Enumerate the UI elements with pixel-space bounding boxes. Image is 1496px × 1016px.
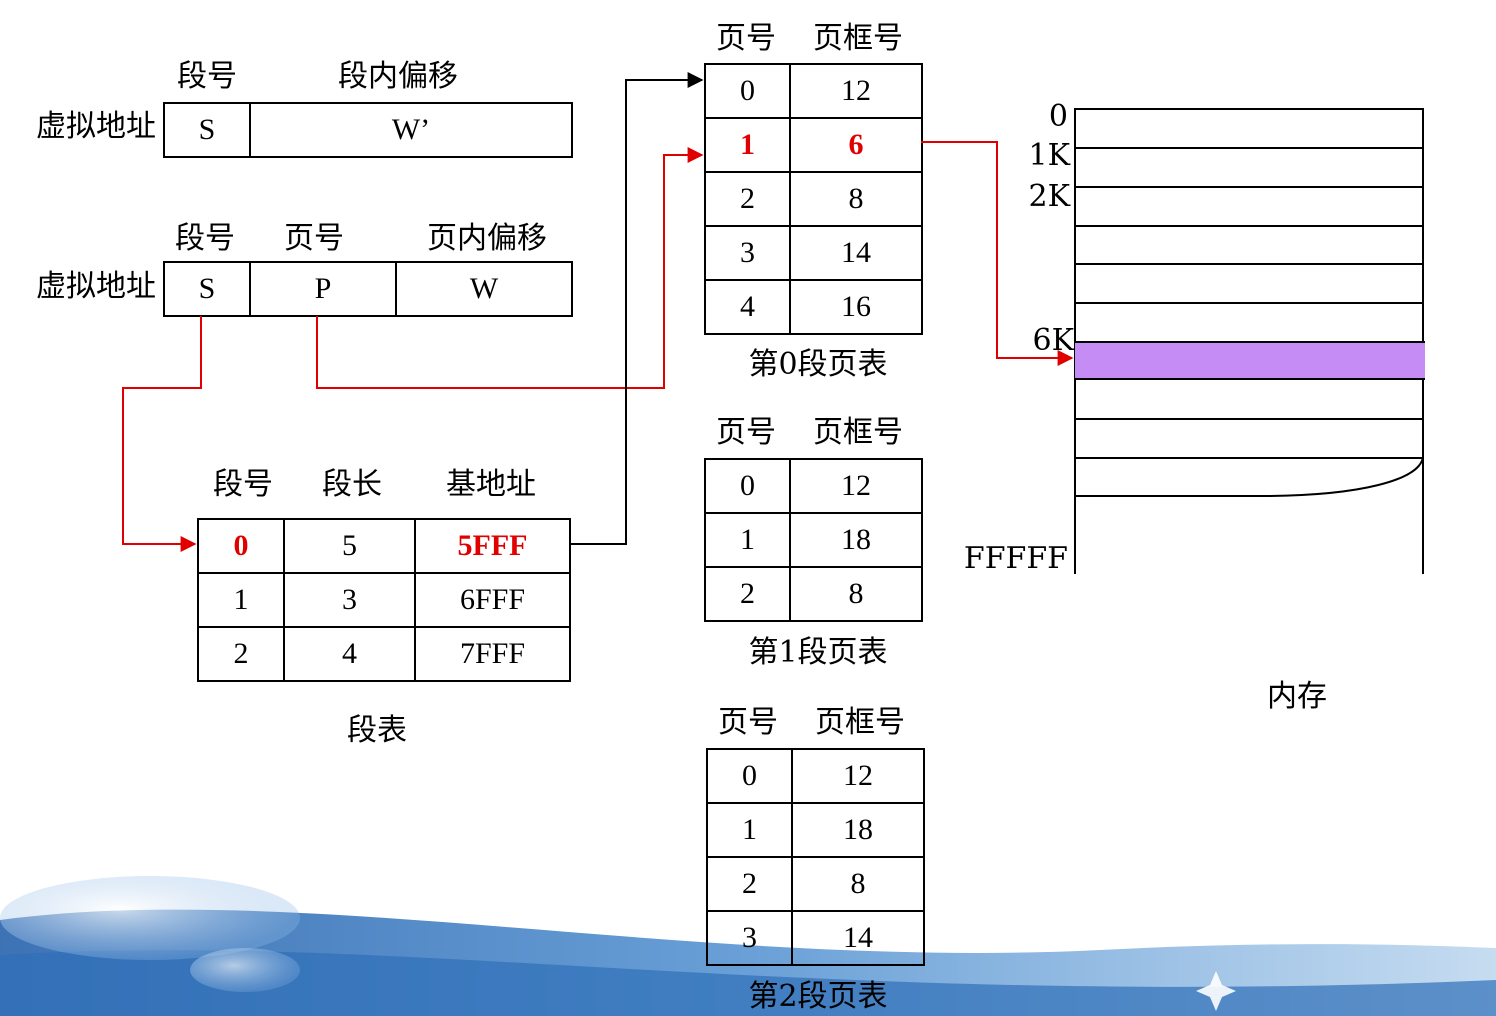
memory-slot [1075, 418, 1423, 457]
frame-number-cell: 12 [791, 748, 925, 804]
mem-addr-fffff: FFFFF [963, 541, 1068, 576]
page-number-cell: 0 [704, 458, 791, 514]
header-segment-number: 段号 [177, 59, 237, 94]
page-table-0: 0 12 1 6 2 8 3 14 4 16 [704, 63, 923, 335]
base-address-cell: 5FFF [414, 518, 571, 574]
col-header-page-number: 页号 [716, 21, 776, 56]
frame-number-cell: 8 [789, 566, 923, 622]
page-number-cell: 0 [704, 63, 791, 119]
segment-field: S [165, 263, 251, 315]
table-row: 3 14 [704, 225, 923, 281]
frame-number-cell: 14 [791, 910, 925, 966]
col-header-segment-number: 段号 [213, 467, 273, 502]
segment-table: 0 5 5FFF 1 3 6FFF 2 4 7FFF [197, 518, 571, 682]
table-row: 3 14 [706, 910, 925, 966]
mem-addr-2k: 2K [1028, 179, 1071, 214]
frame-number-cell: 18 [789, 512, 923, 568]
virtual-address-label: 虚拟地址 [36, 269, 156, 304]
page-number-cell: 1 [704, 512, 791, 568]
virtual-address-box: S W’ [163, 102, 573, 158]
memory-slot [1075, 147, 1423, 186]
col-header-frame-number: 页框号 [815, 705, 905, 740]
memory-slot [1075, 263, 1423, 302]
header-page-number: 页号 [284, 221, 344, 256]
table-row: 0 12 [706, 748, 925, 804]
frame-number-cell: 12 [789, 458, 923, 514]
page-field: P [251, 263, 397, 315]
segment-number-cell: 2 [197, 626, 285, 682]
memory-slot [1075, 457, 1423, 496]
segment-number-cell: 0 [197, 518, 285, 574]
page-number-cell: 1 [706, 802, 793, 858]
col-header-frame-number: 页框号 [813, 415, 903, 450]
frame-number-cell: 8 [789, 171, 923, 227]
table-row: 4 16 [704, 279, 923, 335]
table-row: 1 6 [704, 117, 923, 173]
table-row: 2 8 [704, 566, 923, 622]
table-row: 1 3 6FFF [197, 572, 571, 628]
col-header-segment-length: 段长 [322, 467, 382, 502]
page-table-2: 0 12 1 18 2 8 3 14 [706, 748, 925, 966]
frame-number-cell: 14 [789, 225, 923, 281]
memory-slot [1075, 108, 1423, 147]
frame-number-cell: 16 [789, 279, 923, 335]
page-table-0-caption: 第0段页表 [748, 347, 888, 382]
memory-caption: 内存 [1267, 679, 1327, 714]
memory-slot [1075, 302, 1423, 341]
offset-field: W’ [391, 113, 431, 146]
col-header-base-address: 基地址 [446, 467, 536, 502]
virtual-address-box: S P W [163, 261, 573, 317]
frame-number-cell: 12 [789, 63, 923, 119]
table-row: 2 8 [704, 171, 923, 227]
table-row: 1 18 [706, 802, 925, 858]
arrow-s-to-segment-table [122, 316, 202, 552]
col-header-page-number: 页号 [716, 415, 776, 450]
memory-slot-6k-highlight [1075, 341, 1425, 380]
arrow-base-to-page-table [569, 72, 704, 545]
col-header-page-number: 页号 [718, 705, 778, 740]
page-table-1-caption: 第1段页表 [748, 635, 888, 670]
virtual-address-label: 虚拟地址 [36, 109, 156, 144]
page-number-cell: 2 [706, 856, 793, 912]
segment-length-cell: 4 [283, 626, 416, 682]
page-offset-field: W [469, 272, 499, 305]
table-row: 0 12 [704, 458, 923, 514]
table-row: 0 5 5FFF [197, 518, 571, 574]
mem-addr-6k: 6K [1032, 323, 1075, 358]
page-number-cell: 0 [706, 748, 793, 804]
base-address-cell: 7FFF [414, 626, 571, 682]
mem-addr-1k: 1K [1028, 138, 1071, 173]
segment-field: S [165, 104, 251, 156]
page-number-cell: 2 [704, 171, 791, 227]
table-row: 2 8 [706, 856, 925, 912]
frame-number-cell: 8 [791, 856, 925, 912]
page-number-cell: 1 [704, 117, 791, 173]
table-row: 0 12 [704, 63, 923, 119]
segment-length-cell: 5 [283, 518, 416, 574]
segment-length-cell: 3 [283, 572, 416, 628]
memory-slot [1075, 186, 1423, 225]
page-number-cell: 3 [704, 225, 791, 281]
frame-number-cell: 18 [791, 802, 925, 858]
mem-addr-0: 0 [1048, 99, 1068, 134]
table-row: 2 4 7FFF [197, 626, 571, 682]
frame-number-cell: 6 [789, 117, 923, 173]
col-header-frame-number: 页框号 [813, 21, 903, 56]
page-number-cell: 4 [704, 279, 791, 335]
header-segment-number: 段号 [175, 221, 235, 256]
base-address-cell: 6FFF [414, 572, 571, 628]
header-page-offset: 页内偏移 [427, 221, 547, 256]
memory-slot [1075, 225, 1423, 263]
segment-number-cell: 1 [197, 572, 285, 628]
page-number-cell: 3 [706, 910, 793, 966]
page-table-1: 0 12 1 18 2 8 [704, 458, 923, 622]
page-table-2-caption: 第2段页表 [748, 979, 888, 1014]
segment-table-caption: 段表 [347, 713, 407, 748]
header-segment-offset: 段内偏移 [338, 59, 458, 94]
table-row: 1 18 [704, 512, 923, 568]
page-number-cell: 2 [704, 566, 791, 622]
